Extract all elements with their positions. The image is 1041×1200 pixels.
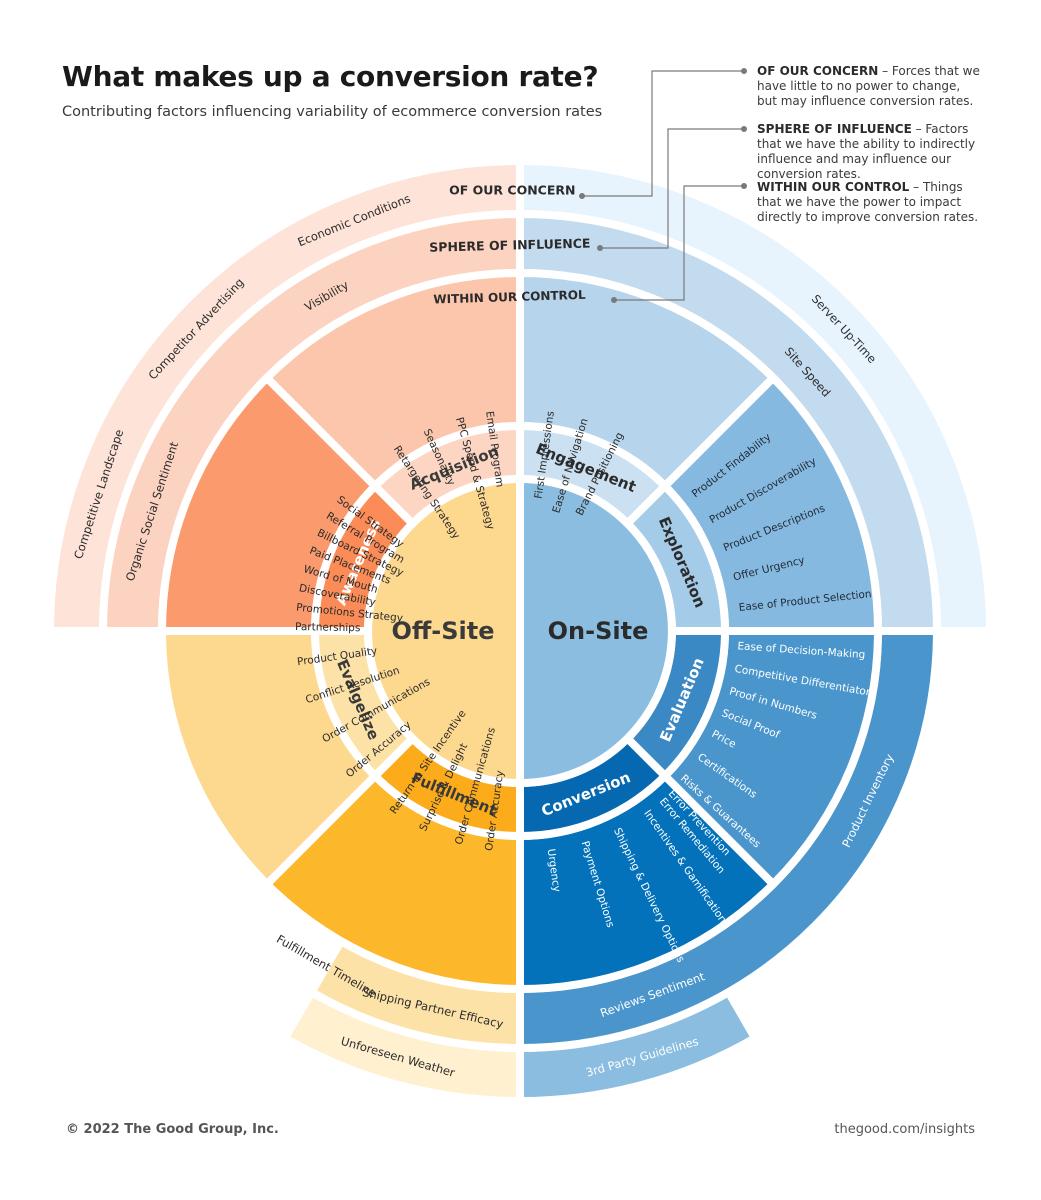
legend-connector-dot: [741, 126, 747, 132]
legend-influence-term: SPHERE OF INFLUENCE: [757, 122, 912, 136]
legend-influence-description: – Factors that we have the ability to in…: [757, 122, 976, 181]
legend-connector-dot: [741, 68, 747, 74]
core-onsite-label: On-Site: [548, 617, 649, 645]
legend-concern-description: – Forces that we have little to no power…: [757, 64, 980, 108]
legend-connector-dot: [611, 297, 617, 303]
legend-connectors: [579, 68, 747, 303]
legend-connector-dot: [741, 183, 747, 189]
legend-control-term: WITHIN OUR CONTROL: [757, 180, 910, 194]
legend-concern: OF OUR CONCERN – Forces that we have lit…: [757, 64, 982, 109]
legend-connector-line: [614, 185, 744, 301]
legend-control-description: – Things that we have the power to impac…: [757, 180, 979, 224]
ring-label-influence: SPHERE OF INFLUENCE: [429, 236, 591, 255]
footer-copyright: © 2022 The Good Group, Inc.: [66, 1122, 279, 1137]
ring-label-concern: OF OUR CONCERN: [449, 183, 575, 198]
core-onsite: [516, 475, 676, 787]
core-offsite: [364, 475, 524, 787]
core-offsite-label: Off-Site: [391, 617, 494, 645]
legend-connector-line: [582, 70, 744, 197]
control-awareness-item: Partnerships: [295, 621, 361, 634]
legend-connector-line: [600, 128, 744, 249]
legend-concern-term: OF OUR CONCERN: [757, 64, 879, 78]
legend-influence: SPHERE OF INFLUENCE – Factors that we ha…: [757, 122, 982, 182]
page-title: What makes up a conversion rate?: [62, 60, 599, 93]
ring-label-control: WITHIN OUR CONTROL: [433, 288, 586, 307]
legend-connector-dot: [579, 193, 585, 199]
legend-control: WITHIN OUR CONTROL – Things that we have…: [757, 180, 982, 225]
legend-connector-dot: [597, 245, 603, 251]
page-subtitle: Contributing factors influencing variabi…: [62, 104, 603, 120]
footer-link[interactable]: thegood.com/insights: [834, 1122, 975, 1137]
wheel-shapes: [46, 157, 994, 1105]
